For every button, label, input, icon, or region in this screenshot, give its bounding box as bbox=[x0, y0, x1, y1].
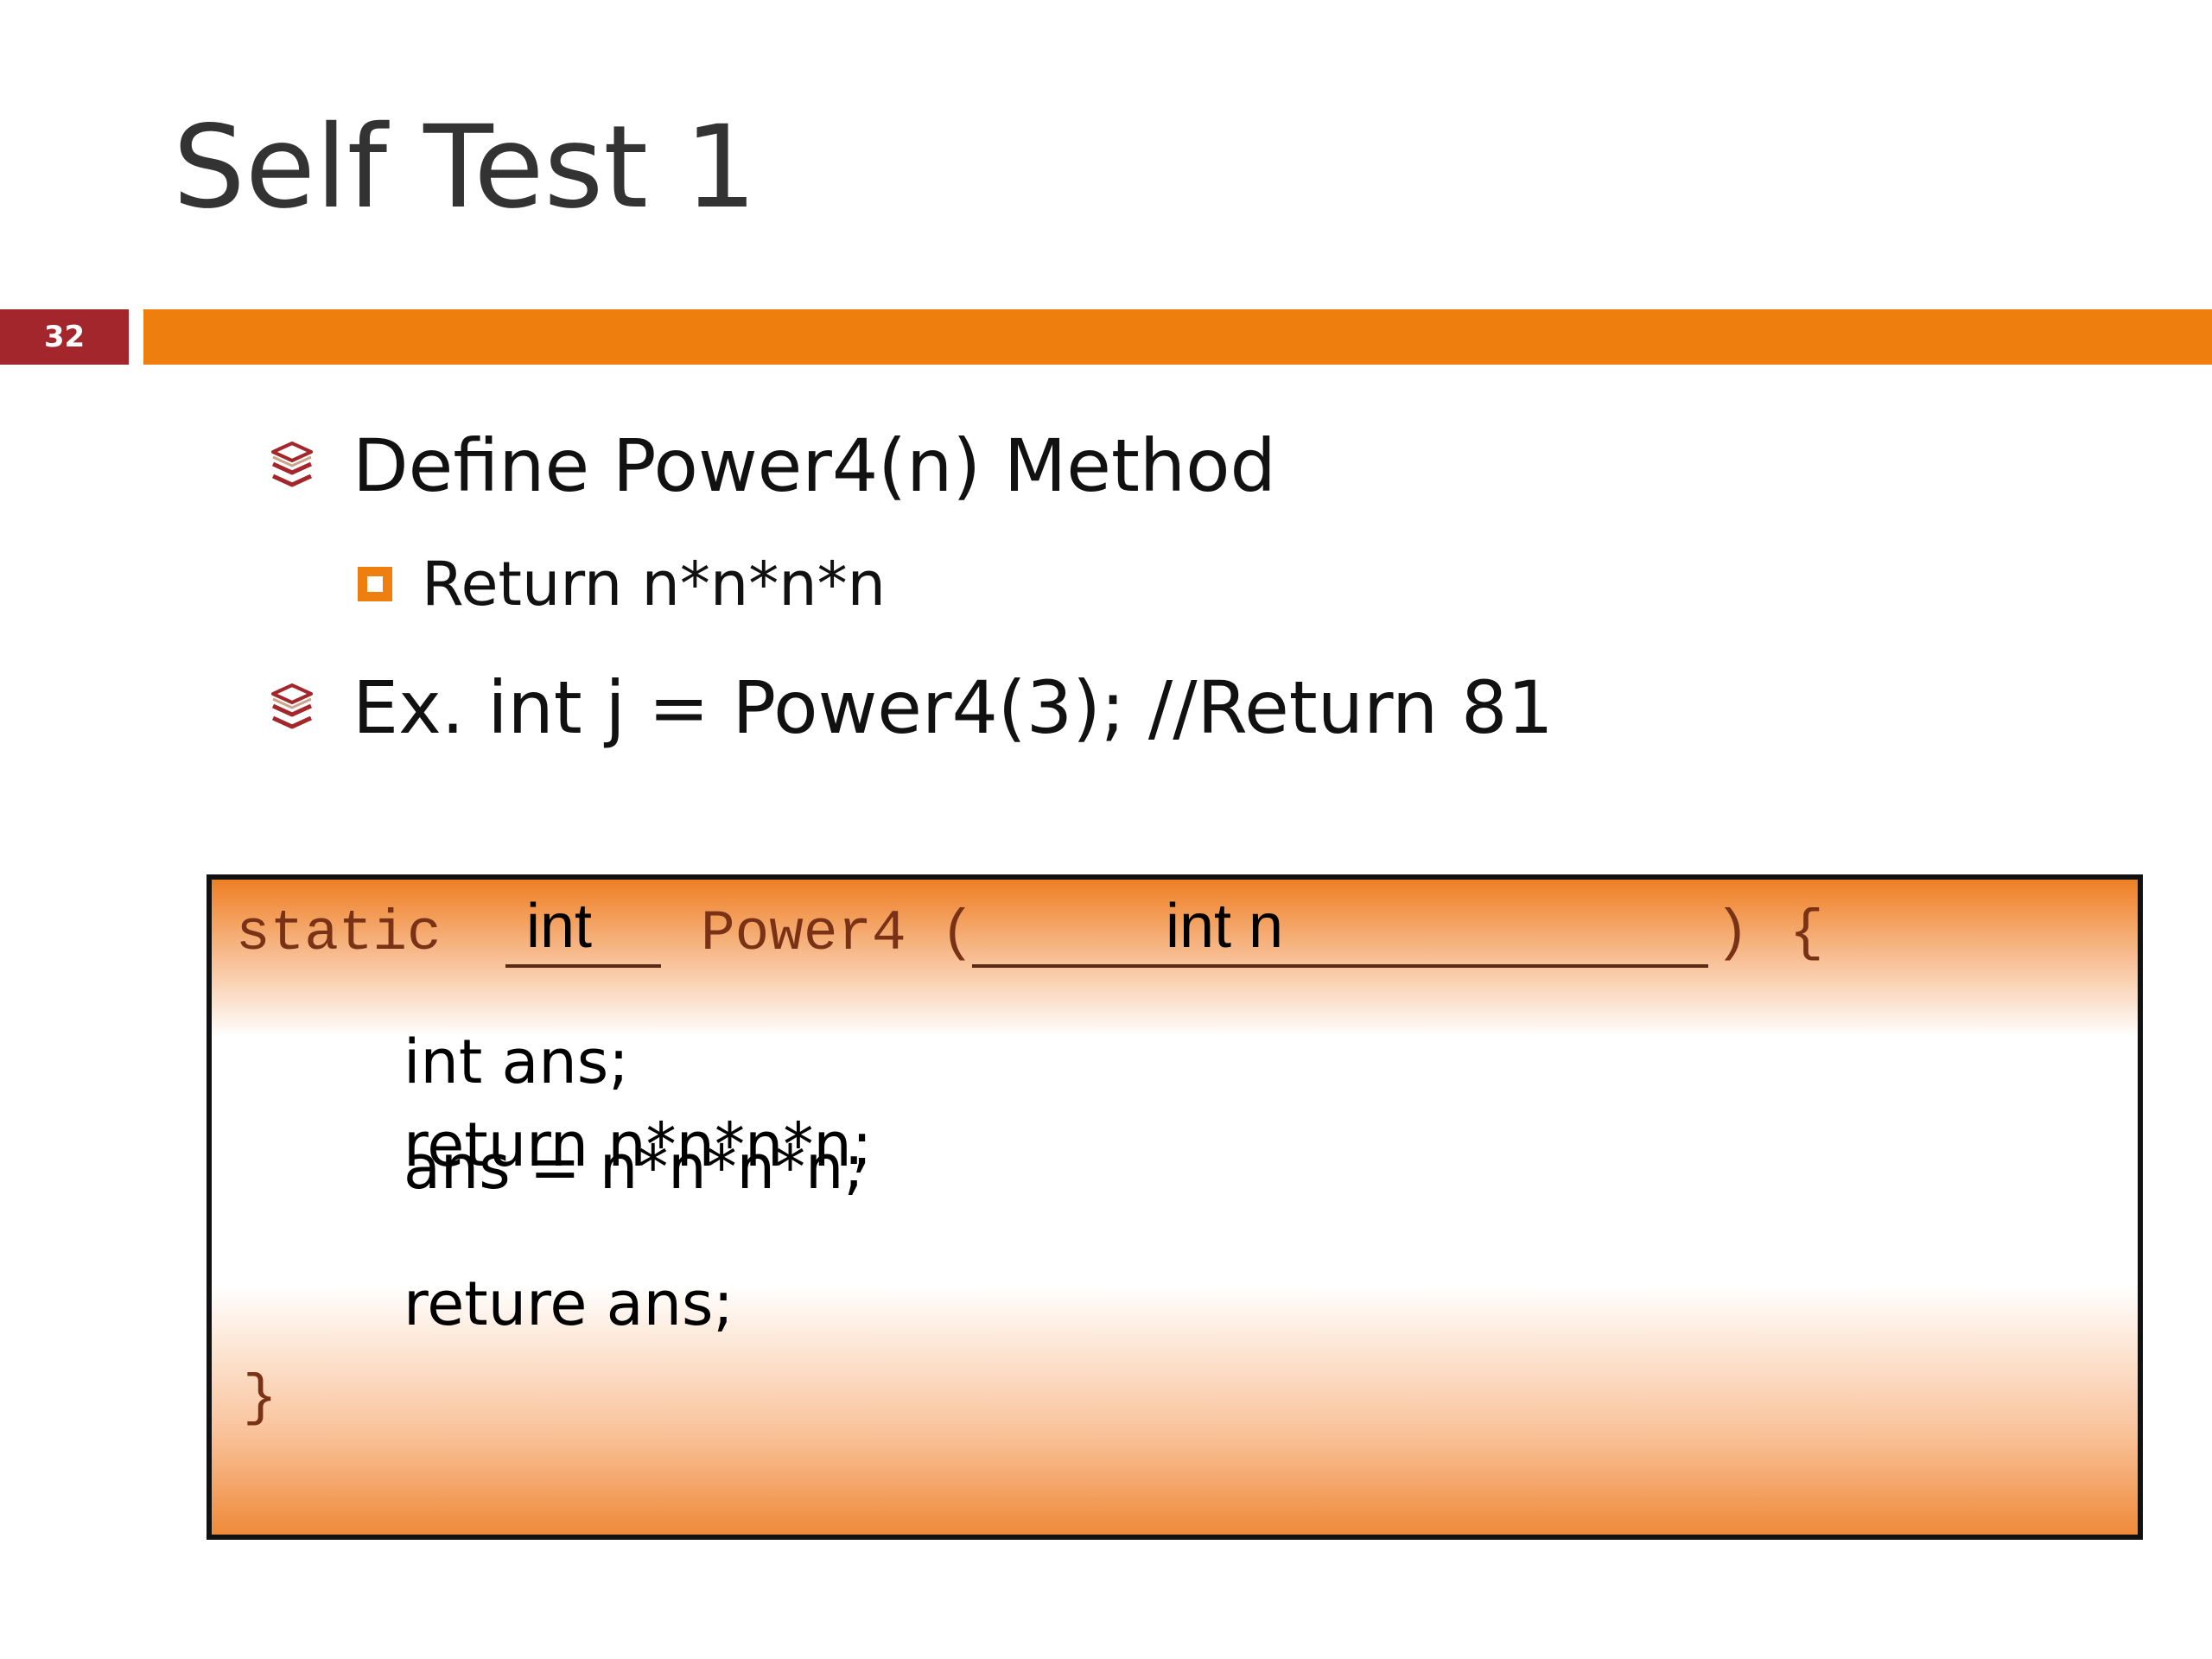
parameter-answer: int n bbox=[1166, 892, 1284, 961]
books-icon bbox=[271, 683, 313, 729]
close-paren: ) bbox=[1715, 901, 1750, 966]
bullet-text: Define Power4(n) Method bbox=[353, 423, 1276, 508]
slide-title: Self Test 1 bbox=[173, 101, 757, 234]
bullet-item: Ex. int j = Power4(3); //Return 81 bbox=[270, 665, 1554, 750]
parameter-blank bbox=[972, 964, 1708, 968]
code-body-line: ans = n*n*n*n; bbox=[404, 1132, 864, 1203]
return-type-answer: int bbox=[526, 892, 593, 961]
code-body-line: int ans; bbox=[404, 1027, 629, 1097]
close-brace: } bbox=[243, 1366, 277, 1431]
open-brace: { bbox=[1789, 901, 1824, 966]
method-name: Power4 ( bbox=[701, 901, 975, 966]
square-bullet-icon bbox=[358, 567, 392, 601]
bullet-item: Define Power4(n) Method bbox=[270, 423, 1276, 508]
return-type-blank bbox=[505, 964, 661, 968]
page-number-badge: 32 bbox=[0, 309, 129, 365]
code-exercise-box: static int Power4 ( int n ) { int ans; r… bbox=[207, 874, 2143, 1540]
bullet-text: Ex. int j = Power4(3); //Return 81 bbox=[353, 665, 1554, 750]
static-keyword: static bbox=[236, 901, 442, 966]
books-icon bbox=[271, 442, 313, 487]
code-body-line: return n*n*n*n; bbox=[404, 1109, 873, 1180]
sub-bullet-text: Return n*n*n*n bbox=[422, 549, 886, 620]
title-divider-bar bbox=[143, 309, 2212, 365]
code-body-line: reture ans; bbox=[404, 1268, 734, 1339]
sub-bullet-item: Return n*n*n*n bbox=[358, 549, 886, 620]
